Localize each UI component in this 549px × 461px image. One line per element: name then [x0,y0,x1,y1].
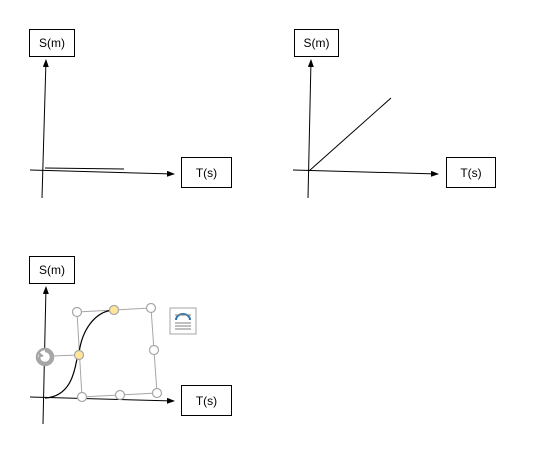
graph-1-data-line[interactable] [44,167,125,170]
graph-1-x-label[interactable]: T(s) [181,157,232,188]
graph-2-y-axis[interactable] [307,59,314,199]
graph-2-x-label-text: T(s) [460,165,482,180]
graph-3-x-label-text: T(s) [195,393,218,408]
resize-handle-top-right[interactable] [145,302,157,314]
graph-1-y-label-text: S(m) [39,36,65,50]
resize-handle-bottom-left[interactable] [76,391,88,403]
selection-frame [76,307,158,398]
graph-1-y-label[interactable]: S(m) [29,29,75,57]
graph-3-y-label-text: S(m) [39,263,65,277]
graph-2-y-label-text: S(m) [303,36,330,50]
graph-2-data-line[interactable] [308,97,392,172]
graph-2-x-axis[interactable] [292,169,439,177]
graph-3 [29,286,175,425]
graph-1 [29,59,175,199]
adjust-handle-top[interactable] [108,304,120,316]
adjust-handle-middle[interactable] [73,349,85,361]
graph-1-x-axis[interactable] [29,169,175,177]
rotate-handle-icon[interactable] [35,347,55,367]
resize-handle-bottom-right[interactable] [151,387,163,399]
graph-3-y-label[interactable]: S(m) [29,256,75,284]
rotate-handle-connector [51,354,79,357]
resize-handle-bottom[interactable] [114,389,126,401]
graph-1-x-label-text: T(s) [195,165,218,180]
layout-options-icon[interactable] [169,307,197,335]
graph-3-x-label[interactable]: T(s) [181,385,232,416]
graph-2-y-label[interactable]: S(m) [294,29,339,57]
graph-1-y-axis[interactable] [41,59,49,199]
graph-2-x-label[interactable]: T(s) [446,157,496,188]
resize-handle-right[interactable] [148,344,160,356]
resize-handle-top-left[interactable] [71,306,83,318]
graph-2 [292,59,439,199]
graph-3-x-axis[interactable] [29,396,175,404]
